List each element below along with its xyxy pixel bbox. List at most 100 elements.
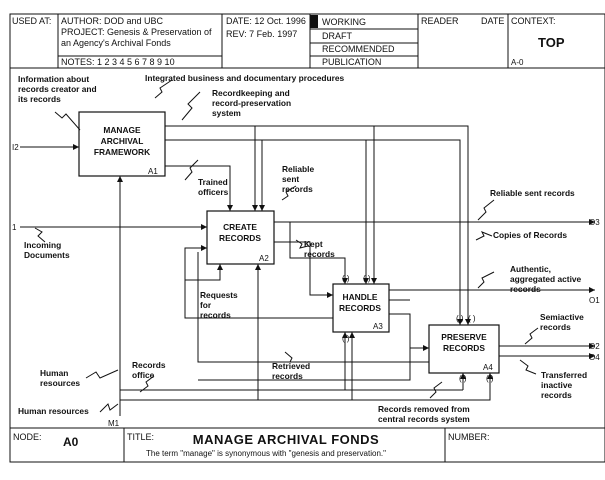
activity-a3-line2: RECORDS — [339, 303, 381, 313]
label-recordkeeping-2: record-preservation — [212, 98, 291, 108]
leader-removed — [429, 381, 443, 399]
leader-human-resources — [85, 369, 119, 379]
label-retrieved-1: Retrieved — [272, 361, 310, 371]
port-i2: I2 — [12, 143, 19, 152]
activity-box-a3 — [332, 283, 390, 333]
label-incoming-1: Incoming — [24, 240, 61, 250]
author-text: AUTHOR: DOD and UBC — [61, 16, 164, 26]
title-label: TITLE: — [127, 432, 154, 442]
label-info-creator-1: Information about — [18, 74, 89, 84]
svg-text:( ): ( ) — [486, 374, 494, 383]
svg-text:( ): ( ) — [342, 334, 350, 343]
date-text: DATE: 12 Oct. 1996 — [226, 16, 306, 26]
port-o3: O3 — [589, 218, 600, 227]
arrow-a2-to-a3-kept — [274, 241, 333, 298]
label-transferred-3: records — [541, 390, 572, 400]
activity-box-a4 — [428, 324, 500, 374]
context-code: A-0 — [511, 58, 524, 67]
activity-boxes — [78, 111, 500, 374]
page-title: MANAGE ARCHIVAL FONDS — [193, 432, 379, 447]
label-human-resources-bottom: Human resources — [18, 406, 89, 416]
node-value: A0 — [63, 435, 79, 449]
status-working: WORKING — [322, 17, 366, 27]
svg-text:( ): ( ) — [342, 274, 350, 283]
arrow-a1-framework-to-a4 — [165, 125, 471, 325]
arrow-a1-procedures-to-a4 — [165, 139, 463, 325]
drawing-frame — [9, 68, 605, 428]
svg-text:( ): ( ) — [456, 314, 464, 323]
arrow-copies-to-a3 — [289, 222, 348, 284]
arrow-mechanism-rail — [120, 373, 493, 401]
leader-transferred — [519, 359, 537, 375]
label-integrated: Integrated business and documentary proc… — [145, 73, 345, 83]
label-human-resources-2: resources — [40, 378, 80, 388]
label-requests-3: records — [200, 310, 231, 320]
leader-retrieved — [284, 351, 298, 363]
notes-text: NOTES: 1 2 3 4 5 6 7 8 9 10 — [61, 57, 175, 67]
leader-incoming — [34, 227, 46, 243]
leader-authentic — [477, 271, 495, 289]
arrow-network — [20, 79, 595, 416]
arrow-requests-to-a2 — [184, 245, 207, 297]
arrow-a3-to-a4 — [389, 313, 429, 351]
label-semiactive-1: Semiactive — [540, 312, 584, 322]
leader-reliable-sent — [281, 185, 297, 201]
leader-info-creator — [54, 111, 81, 131]
activity-a2-id: A2 — [259, 254, 269, 263]
activity-a4-line1: PRESERVE — [441, 332, 487, 342]
context-label: CONTEXT: — [511, 16, 556, 26]
label-kept-1: Kept — [304, 239, 323, 249]
activity-a3-line1: HANDLE — [343, 292, 378, 302]
header-form — [9, 13, 605, 69]
leader-recordkeeping — [181, 91, 201, 121]
svg-text:( ): ( ) — [468, 314, 476, 323]
label-requests-2: for — [200, 300, 212, 310]
label-trained-2: officers — [198, 187, 229, 197]
reader-label: READER — [421, 16, 459, 26]
label-copies: Copies of Records — [493, 230, 567, 240]
arrow-a1-to-a2-officers — [165, 165, 233, 211]
label-info-creator-2: records creator and — [18, 84, 97, 94]
activity-a2-line1: CREATE — [223, 222, 257, 232]
svg-text:( ): ( ) — [363, 274, 371, 283]
activity-a1-line1: MANAGE — [103, 125, 141, 135]
arrow-removed-records — [198, 314, 411, 381]
label-semiactive-2: records — [540, 322, 571, 332]
label-removed-1: Records removed from — [378, 404, 470, 414]
label-authentic-2: aggregated active — [510, 274, 582, 284]
number-label: NUMBER: — [448, 432, 490, 442]
arrow-retrieved-feedback — [197, 252, 429, 363]
status-publication: PUBLICATION — [322, 57, 381, 67]
project-text-line2: an Agency's Archival Fonds — [61, 38, 171, 48]
reader-date-label: DATE — [481, 16, 504, 26]
label-incoming-2: Documents — [24, 250, 70, 260]
footer-form — [9, 427, 605, 463]
label-requests-1: Requests — [200, 290, 238, 300]
port-i1: 1 — [12, 223, 17, 232]
activity-a4-id: A4 — [483, 363, 493, 372]
label-trained-1: Trained — [198, 177, 228, 187]
label-records-office-1: Records — [132, 360, 166, 370]
label-transferred-2: inactive — [541, 380, 573, 390]
activity-a1-line3: FRAMEWORK — [94, 147, 150, 157]
activity-a2-line2: RECORDS — [219, 233, 261, 243]
activity-a1-id: A1 — [148, 167, 158, 176]
label-retrieved-2: records — [272, 371, 303, 381]
leader-semiactive — [524, 327, 539, 345]
project-text: PROJECT: Genesis & Preservation of — [61, 27, 212, 37]
activity-a1-line2: ARCHIVAL — [101, 136, 144, 146]
label-removed-2: central records system — [378, 414, 470, 424]
rev-text: REV: 7 Feb. 1997 — [226, 29, 297, 39]
svg-text:( ): ( ) — [459, 374, 467, 383]
label-transferred-1: Transferred — [541, 370, 587, 380]
label-kept-2: records — [304, 249, 335, 259]
activity-a4-line2: RECORDS — [443, 343, 485, 353]
leader-trained — [184, 159, 199, 181]
node-label: NODE: — [13, 432, 42, 442]
working-status-marker — [310, 15, 318, 28]
leader-kept — [295, 239, 309, 249]
activity-a3-id: A3 — [373, 322, 383, 331]
label-reliable-sent-2: sent — [282, 174, 299, 184]
